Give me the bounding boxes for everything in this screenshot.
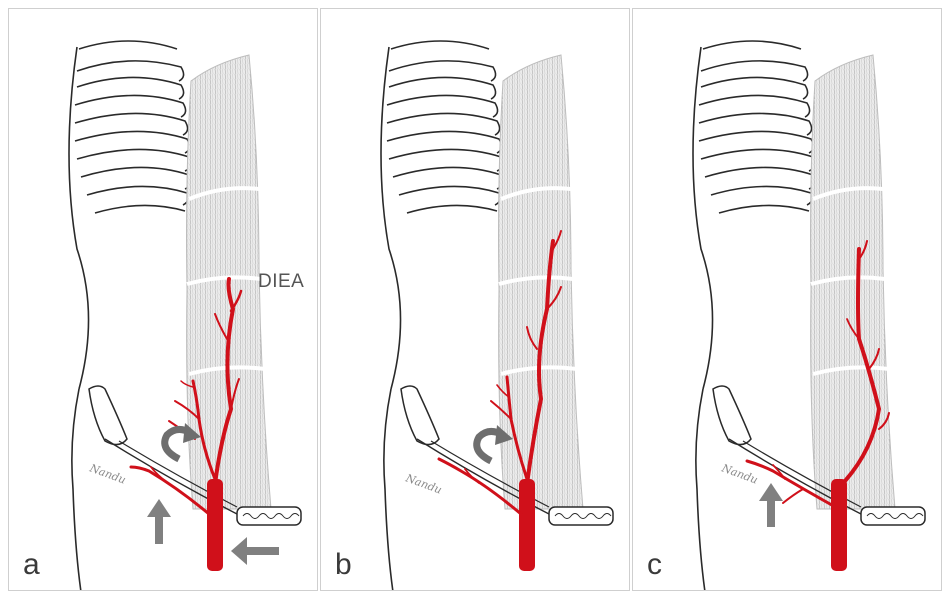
artist-signature: Nandu [87, 461, 128, 486]
panel-letter-a: a [23, 548, 40, 582]
panel-c: Nandu c [632, 8, 942, 591]
up-arrow-icon [759, 483, 783, 527]
panel-letter-b: b [335, 548, 352, 582]
up-arrow-icon [147, 499, 171, 544]
panel-a-illustration: Nandu [9, 9, 318, 591]
panel-letter-c: c [647, 548, 662, 582]
artist-signature: Nandu [403, 471, 444, 496]
artist-signature: Nandu [719, 461, 760, 486]
torso-drawing [381, 41, 613, 591]
panel-b-illustration: Nandu [321, 9, 630, 591]
panel-b: Nandu b [320, 8, 630, 591]
panel-c-illustration: Nandu [633, 9, 942, 591]
torso-drawing [693, 41, 925, 591]
torso-drawing [69, 41, 301, 591]
left-arrow-icon [231, 537, 279, 565]
panel-a: Nandu DIEA a [8, 8, 318, 591]
diea-label: DIEA [258, 271, 304, 293]
